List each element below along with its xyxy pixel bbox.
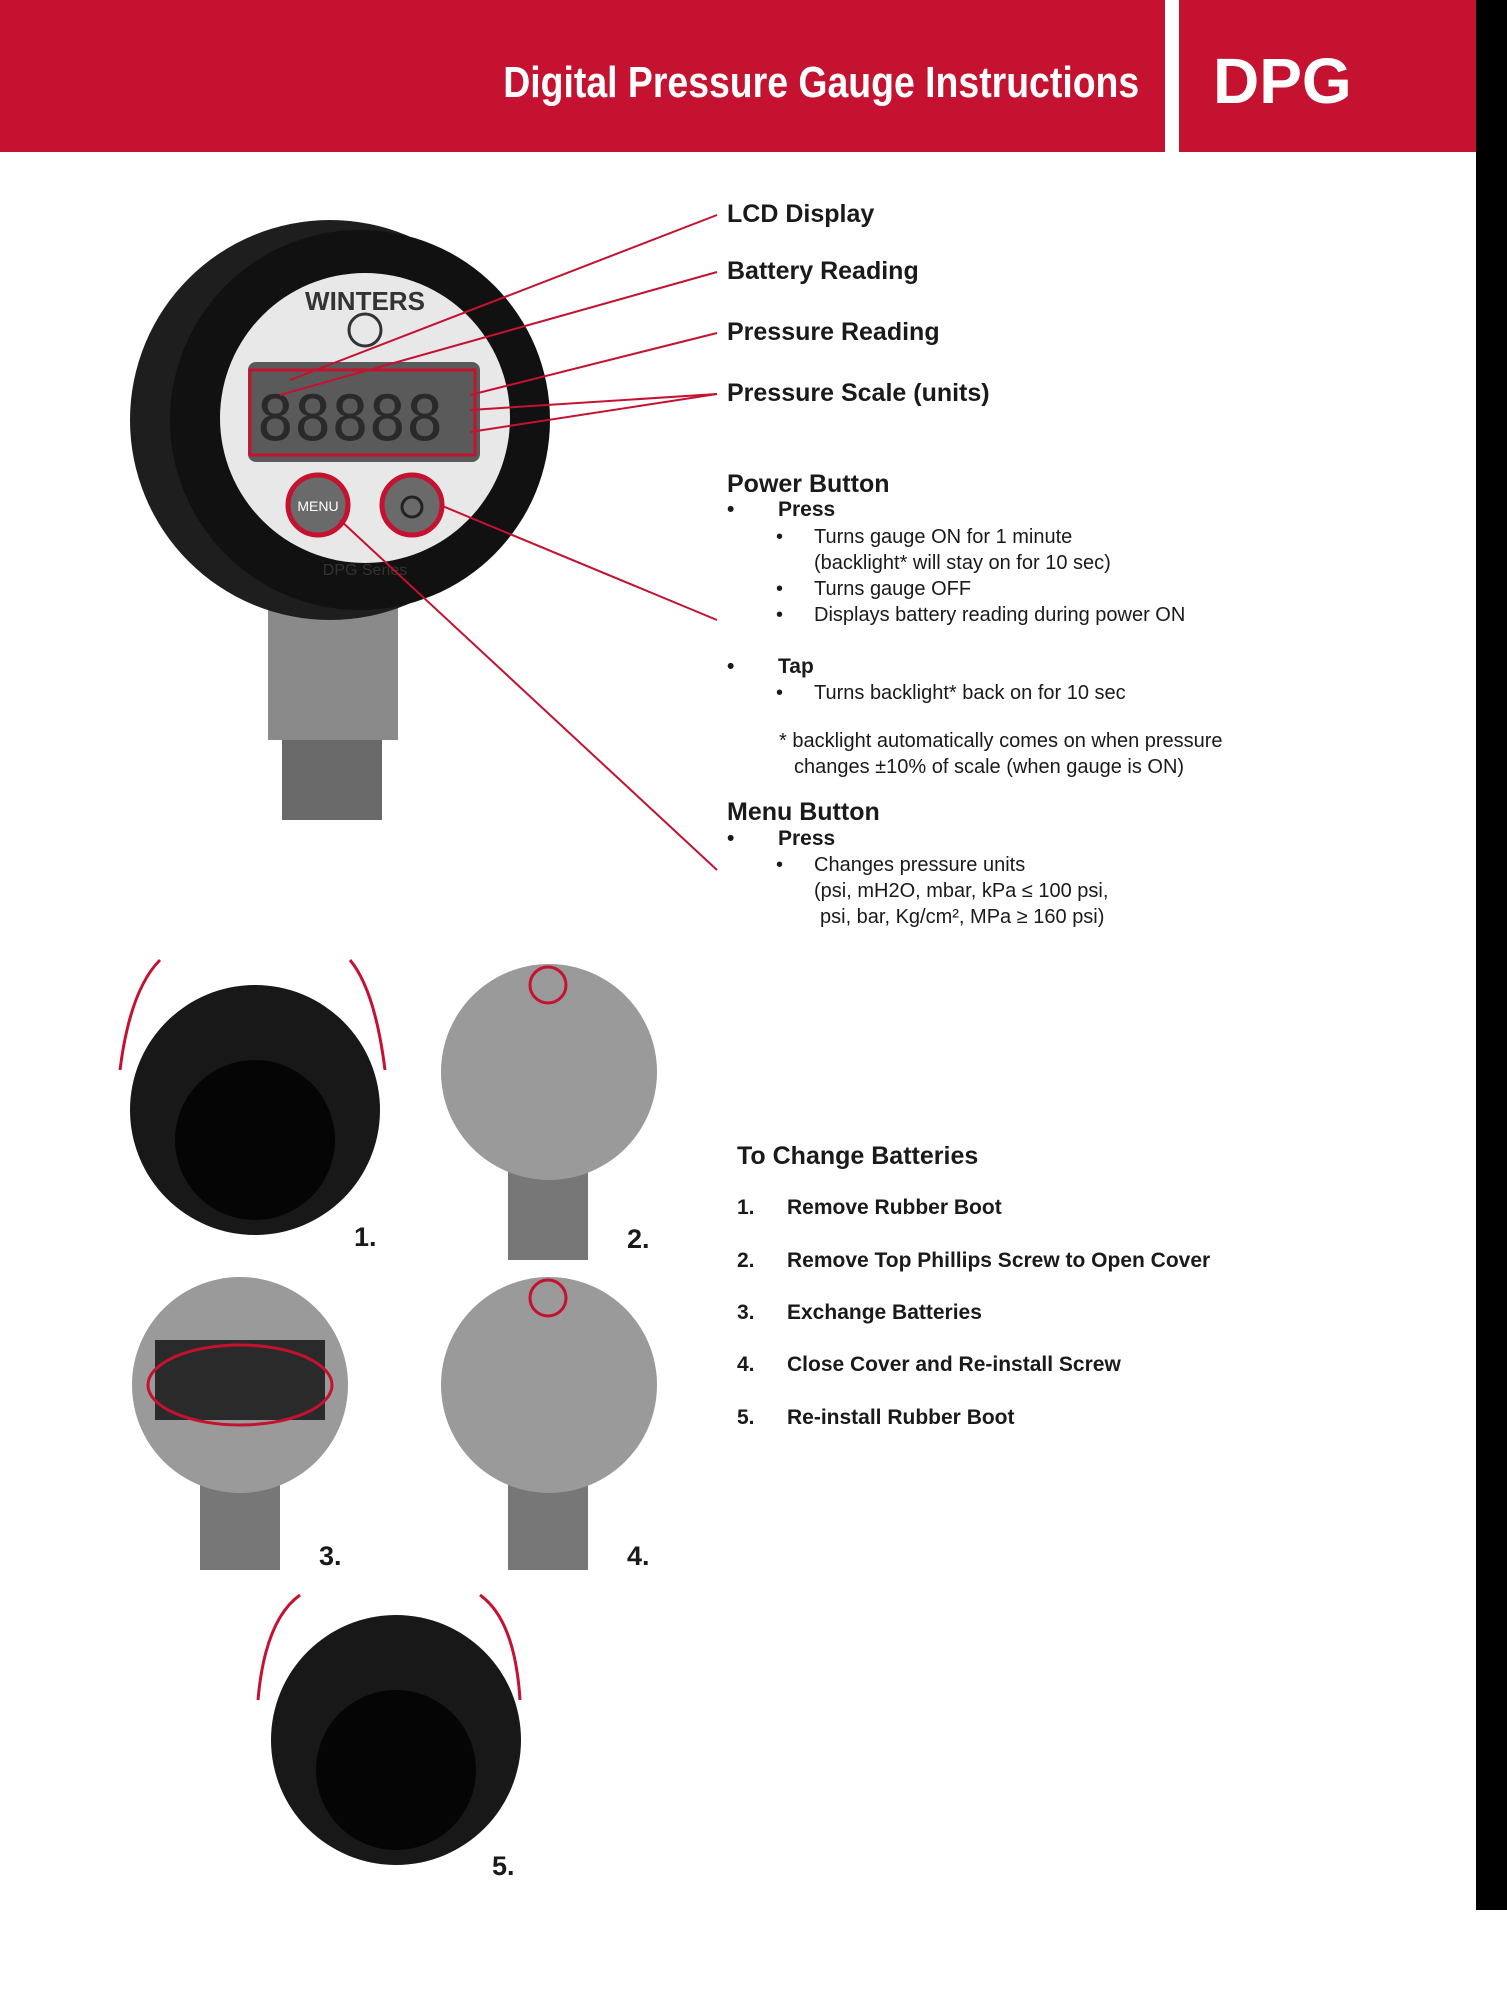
backlight-note: * backlight automatically comes on when … — [779, 730, 1223, 752]
step-text: Re-install Rubber Boot — [787, 1406, 1015, 1429]
step-number: 5. — [737, 1406, 755, 1429]
bullet: • — [776, 854, 784, 876]
power-item: Turns gauge OFF — [814, 578, 972, 600]
photo-label: 3. — [319, 1541, 342, 1571]
bullet: • — [727, 498, 735, 521]
step-text: Close Cover and Re-install Screw — [787, 1353, 1121, 1376]
step-number: 4. — [737, 1353, 755, 1376]
step-text: Remove Top Phillips Screw to Open Cover — [787, 1249, 1211, 1272]
svg-text:DPG Series: DPG Series — [323, 562, 407, 579]
step-number: 2. — [737, 1249, 755, 1272]
batteries-heading: To Change Batteries — [737, 1142, 979, 1170]
bullet: • — [727, 655, 735, 678]
page-edge — [1476, 0, 1507, 1910]
product-code: DPG — [1213, 45, 1352, 117]
header-code-box: DPG — [1179, 0, 1476, 152]
svg-text:MENU: MENU — [297, 498, 338, 514]
power-item: Displays battery reading during power ON — [814, 604, 1186, 626]
callout-pressure-reading: Pressure Reading — [727, 318, 940, 346]
step-number: 1. — [737, 1196, 755, 1219]
menu-item: Changes pressure units — [814, 854, 1026, 876]
step-text: Remove Rubber Boot — [787, 1196, 1002, 1219]
header-bar: Digital Pressure Gauge Instructions — [0, 0, 1165, 152]
menu-item: psi, bar, Kg/cm², MPa ≥ 160 psi) — [820, 906, 1105, 928]
lcd-digits: 88888 — [257, 382, 444, 455]
backlight-note: changes ±10% of scale (when gauge is ON) — [794, 756, 1185, 778]
bullet: • — [776, 604, 784, 626]
photo-label: 4. — [627, 1541, 650, 1571]
step-number: 3. — [737, 1301, 755, 1324]
tap-item: Turns backlight* back on for 10 sec — [814, 682, 1126, 704]
bullet: • — [776, 578, 784, 600]
photo-label: 5. — [492, 1851, 515, 1881]
photo-label: 2. — [627, 1224, 650, 1254]
menu-press: Press — [778, 827, 836, 850]
bullet: • — [776, 526, 784, 548]
power-heading: Power Button — [727, 470, 890, 498]
power-item: (backlight* will stay on for 10 sec) — [814, 552, 1111, 574]
callout-lcd-display: LCD Display — [727, 200, 875, 228]
step-photos — [118, 958, 657, 1865]
menu-item: (psi, mH2O, mbar, kPa ≤ 100 psi, — [814, 880, 1109, 902]
page-title: Digital Pressure Gauge Instructions — [503, 58, 1139, 107]
callout-pressure-scale: Pressure Scale (units) — [727, 379, 990, 407]
photo-label: 1. — [354, 1222, 377, 1252]
step-text: Exchange Batteries — [787, 1301, 982, 1324]
power-press: Press — [778, 498, 836, 521]
brand-logo: WINTERS — [305, 286, 425, 316]
bullet: • — [727, 827, 735, 850]
bullet: • — [776, 682, 784, 704]
power-tap: Tap — [778, 655, 814, 678]
menu-heading: Menu Button — [727, 798, 880, 826]
callout-battery-reading: Battery Reading — [727, 257, 919, 285]
main-gauge-photo: WINTERS 88888 MENU DPG Series — [130, 220, 550, 820]
power-item: Turns gauge ON for 1 minute — [814, 526, 1073, 548]
callout-lines — [279, 214, 718, 871]
